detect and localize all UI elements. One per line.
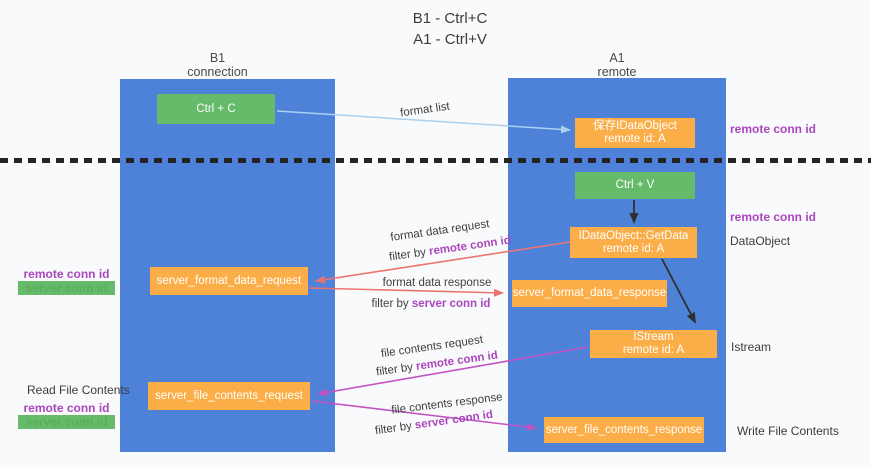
node-server-file-contents-response-label: server_file_contents_response xyxy=(545,423,703,436)
column-right-header: A1 remote xyxy=(508,51,726,79)
title-line-1: B1 - Ctrl+C xyxy=(412,10,488,27)
node-saved-idataobject-line1: 保存IDataObject xyxy=(593,120,677,132)
node-istream: IStream remote id: A xyxy=(590,330,717,358)
column-left-header: B1 connection xyxy=(110,51,325,79)
node-ctrl-v-label: Ctrl + V xyxy=(615,179,655,191)
node-saved-idataobject-line2: remote id: A xyxy=(604,133,666,145)
node-getdata: IDataObject::GetData remote id: A xyxy=(570,227,697,258)
label-server-conn-id-left-2: server conn id xyxy=(18,415,115,429)
page-title: B1 - Ctrl+C A1 - Ctrl+V xyxy=(60,8,840,50)
label-filter-by-server-conn-id-1: filter by server conn id xyxy=(371,298,491,310)
node-ctrl-v: Ctrl + V xyxy=(575,172,695,199)
node-ctrl-c: Ctrl + C xyxy=(157,94,275,124)
node-saved-idataobject: 保存IDataObject remote id: A xyxy=(575,118,695,148)
column-left-subtitle: connection xyxy=(187,65,248,79)
label-format-list: format list xyxy=(399,100,451,120)
node-getdata-line2: remote id: A xyxy=(602,242,665,255)
node-istream-line1: IStream xyxy=(633,331,674,343)
label-remote-conn-id-right-2: remote conn id xyxy=(730,210,817,224)
title-line-2: A1 - Ctrl+V xyxy=(413,31,487,48)
label-format-data-response: format data response xyxy=(382,277,492,289)
label-remote-conn-id-right-1: remote conn id xyxy=(730,122,817,136)
label-istream: Istream xyxy=(731,340,772,354)
left-label-stack-2: remote conn id server conn id xyxy=(18,401,115,429)
node-server-format-data-request: server_format_data_request xyxy=(150,267,308,295)
node-server-format-data-response-label: server_format_data_response xyxy=(512,287,667,299)
label-remote-conn-id-left-2: remote conn id xyxy=(23,401,110,415)
node-server-file-contents-request-label: server_file_contents_request xyxy=(155,389,303,402)
left-label-stack-1: remote conn id server conn id xyxy=(18,267,115,295)
node-ctrl-c-label: Ctrl + C xyxy=(196,102,236,115)
session-divider xyxy=(0,158,871,163)
label-read-file-contents: Read File Contents xyxy=(27,383,130,397)
label-server-conn-id-left-1: server conn id xyxy=(18,281,115,295)
label-remote-conn-id-left-1: remote conn id xyxy=(23,267,110,281)
column-left-name: B1 xyxy=(209,51,226,65)
node-getdata-line1: IDataObject::GetData xyxy=(578,229,689,242)
node-server-file-contents-request: server_file_contents_request xyxy=(148,382,310,410)
label-dataobject: DataObject xyxy=(730,234,791,248)
column-right-name: A1 xyxy=(609,51,625,65)
label-write-file-contents: Write File Contents xyxy=(737,424,839,438)
node-server-format-data-request-label: server_format_data_request xyxy=(156,274,302,287)
column-right-subtitle: remote xyxy=(597,65,637,79)
node-istream-line2: remote id: A xyxy=(622,344,685,356)
node-server-file-contents-response: server_file_contents_response xyxy=(544,417,704,443)
node-server-format-data-response: server_format_data_response xyxy=(512,280,667,307)
